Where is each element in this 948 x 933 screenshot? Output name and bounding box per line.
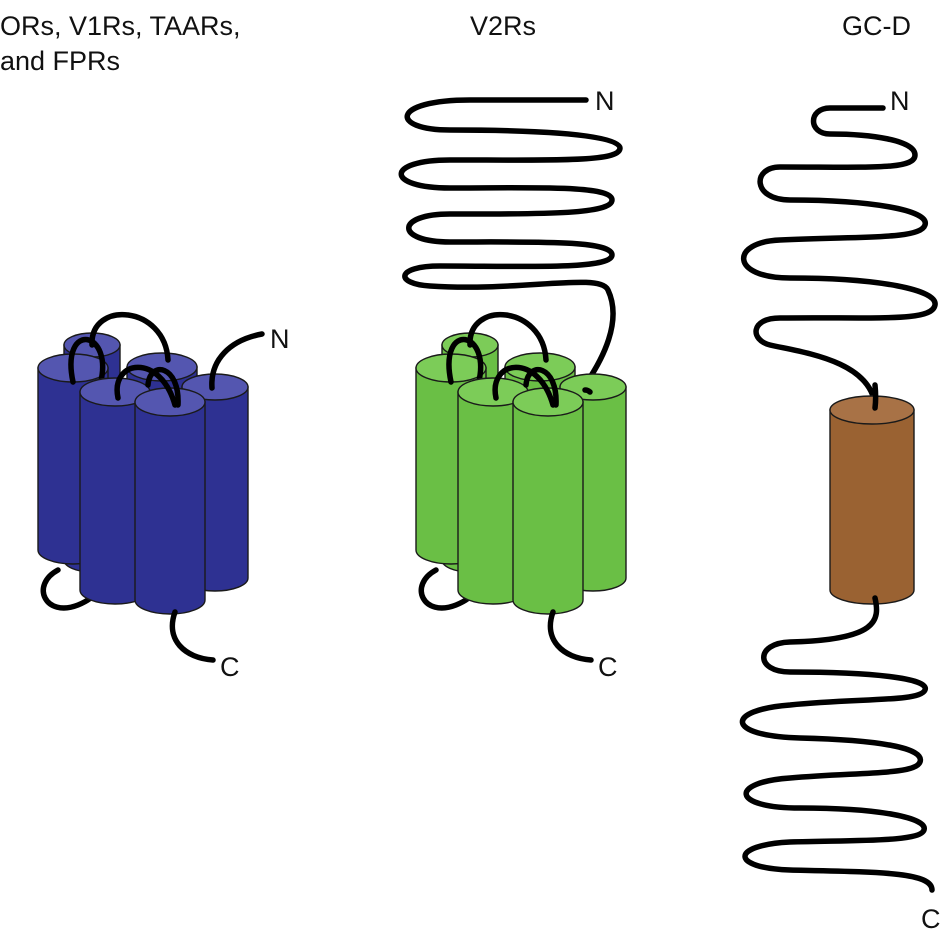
- extracellular-loop-4: [145, 367, 181, 408]
- c-terminal-tail: [547, 609, 594, 663]
- extracellular-loop-1: [446, 336, 484, 388]
- c-terminus-label: C: [598, 652, 618, 682]
- helix-6: [134, 387, 206, 615]
- n-terminal-tail: [209, 331, 265, 391]
- transmembrane-cylinder: [829, 395, 915, 605]
- panel-title-line-2: and FPRs: [0, 46, 120, 76]
- extracellular-loop-2: [467, 311, 549, 363]
- panel-v2r: V2Rs N C: [398, 11, 627, 682]
- extracellular-loop-3: [492, 364, 556, 408]
- n-terminus-label: N: [890, 86, 910, 116]
- extracellular-loop-4: [523, 367, 559, 408]
- n-terminus-label: N: [270, 324, 290, 354]
- panel-title-line-1: ORs, V1Rs, TAARs,: [0, 11, 241, 41]
- n-terminal-tail: [582, 387, 593, 395]
- extracellular-domain: [740, 105, 938, 408]
- panel-title: GC-D: [842, 11, 911, 41]
- panel-gpcr: ORs, V1Rs, TAARs, and FPRs N C: [0, 11, 290, 682]
- n-terminus-label: N: [595, 86, 615, 116]
- helix-6: [512, 387, 584, 615]
- extracellular-loop-2: [89, 311, 171, 363]
- seven-transmembrane-bundle: [37, 311, 265, 663]
- intracellular-domain: [739, 595, 935, 893]
- extracellular-loop-3: [114, 364, 178, 408]
- n-terminal-extracellular-domain: [398, 97, 623, 395]
- helix-5: [457, 377, 529, 605]
- extracellular-loop-1: [68, 336, 106, 388]
- c-terminus-label: C: [921, 904, 941, 933]
- helix-entry: [872, 382, 879, 411]
- panel-title: V2Rs: [470, 11, 536, 41]
- c-terminus-label: C: [220, 652, 240, 682]
- seven-transmembrane-bundle: [415, 311, 627, 663]
- c-terminal-tail: [169, 609, 216, 663]
- panel-gcd: GC-D N C: [739, 11, 941, 933]
- transmembrane-helix: [829, 382, 915, 605]
